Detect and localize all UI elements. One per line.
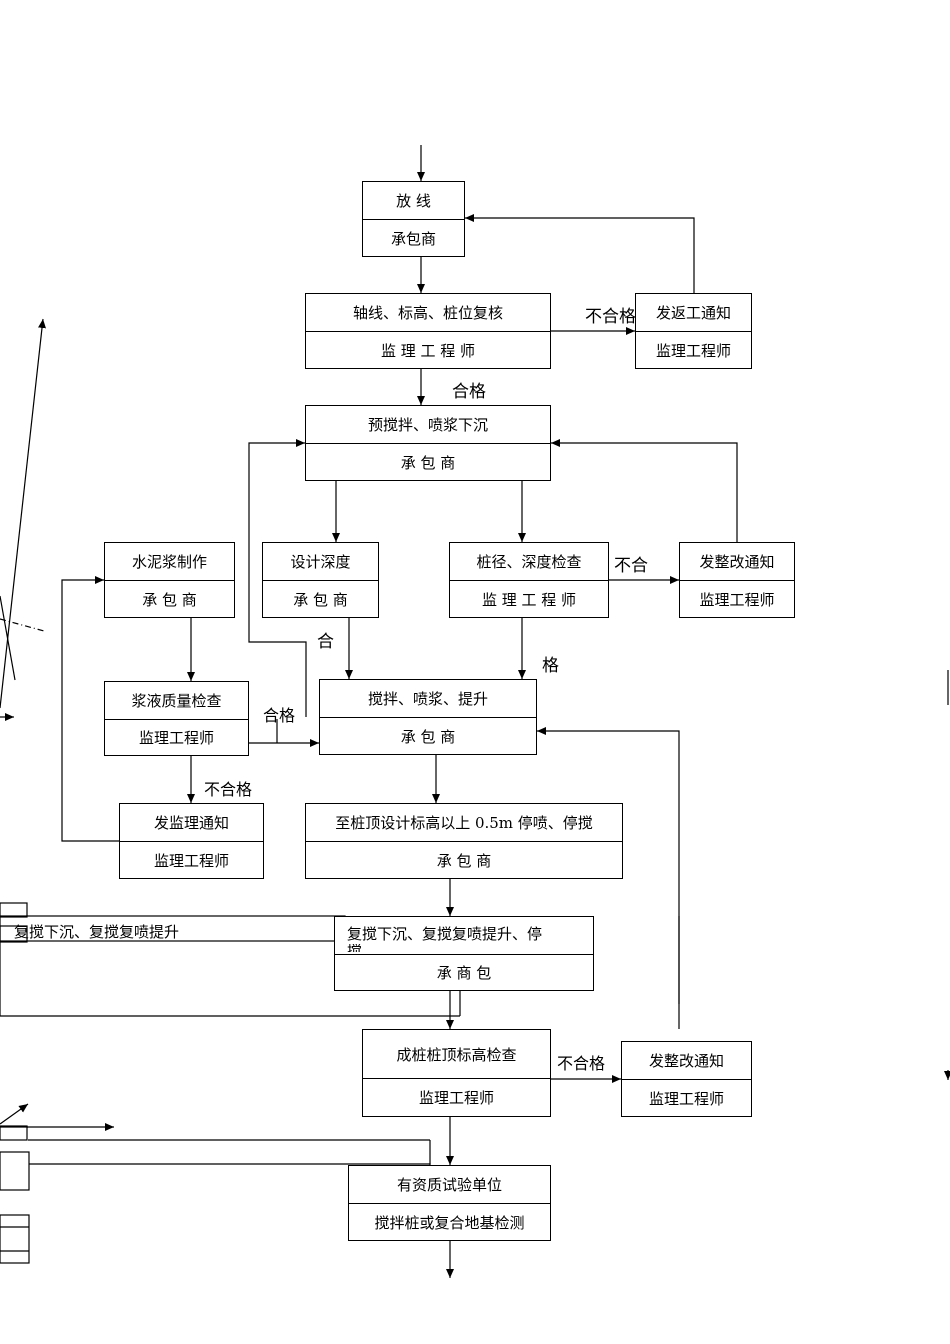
label-ge-zhuangjing: 格 bbox=[542, 656, 559, 676]
node-title: 预搅拌、喷浆下沉 bbox=[367, 416, 488, 434]
node-role: 监理工程师 bbox=[680, 580, 794, 617]
left-axis-dashdot bbox=[0, 618, 45, 632]
node-title: 有资质试验单位 bbox=[396, 1176, 502, 1194]
left-frag-loop bbox=[0, 941, 460, 1017]
label-buhege-jiangye: 不合格 bbox=[204, 780, 253, 799]
left-frag-rect-4 bbox=[0, 1125, 28, 1141]
left-axis-arrow-up bbox=[0, 318, 46, 709]
arrow-jianli-shuini bbox=[61, 576, 119, 842]
node-role: 承 包 商 bbox=[306, 841, 622, 878]
node-zhenggai1: 发整改通知 监理工程师 bbox=[679, 542, 795, 618]
node-title: 水泥浆制作 bbox=[131, 553, 207, 571]
node-title: 成桩桩顶标高检查 bbox=[396, 1045, 517, 1064]
node-youzizhi: 有资质试验单位 搅拌桩或复合地基检测 bbox=[348, 1165, 551, 1241]
node-role: 监理工程师 bbox=[363, 1078, 550, 1116]
label-buhege-fuhe: 不合格 bbox=[585, 307, 636, 327]
node-role: 承包商 bbox=[363, 219, 464, 256]
left-frag-rect-3 bbox=[0, 925, 28, 943]
node-role: 承 包 商 bbox=[320, 717, 536, 754]
node-title: 浆液质量检查 bbox=[131, 692, 222, 710]
label-buhe-zhuangjing: 不合 bbox=[614, 556, 648, 576]
node-role: 监 理 工 程 师 bbox=[306, 331, 550, 368]
node-role: 监理工程师 bbox=[120, 841, 263, 878]
label-hege-fuhe: 合格 bbox=[452, 382, 486, 402]
left-frag-rect-6 bbox=[0, 1214, 30, 1264]
node-title: 至桩顶设计标高以上 0.5m 停喷、停搅 bbox=[335, 814, 593, 832]
node-role: 监理工程师 bbox=[622, 1079, 751, 1116]
node-yujiaoban: 预搅拌、喷浆下沉 承 包 商 bbox=[305, 405, 551, 481]
arrow-zhenggai1-yujiaoban bbox=[551, 439, 738, 542]
node-role: 承 商 包 bbox=[335, 954, 593, 990]
node-fuhe: 轴线、标高、桩位复核 监 理 工 程 师 bbox=[305, 293, 551, 369]
node-role: 承 包 商 bbox=[263, 580, 378, 617]
left-axis-diag bbox=[0, 595, 16, 681]
node-fangxian: 放 线 承包商 bbox=[362, 181, 465, 257]
node-title: 发监理通知 bbox=[153, 814, 229, 832]
node-jiangye: 浆液质量检查 监理工程师 bbox=[104, 681, 249, 756]
left-frag-rect-1 bbox=[0, 902, 28, 918]
left-fragment-text: 复搅下沉、复搅复喷提升 bbox=[14, 923, 180, 941]
node-jiaoban: 搅拌、喷浆、提升 承 包 商 bbox=[319, 679, 537, 755]
label-hege-jiangye: 合格 bbox=[263, 706, 296, 725]
node-zhuangjing: 桩径、深度检查 监 理 工 程 师 bbox=[449, 542, 609, 618]
node-fujiao: 复搅下沉、复搅复喷提升、停 承 商 包 bbox=[334, 916, 594, 991]
arrow-loop-yujiaoban bbox=[248, 439, 307, 717]
node-title: 复搅下沉、复搅复喷提升、停 bbox=[347, 925, 543, 943]
node-role: 监理工程师 bbox=[105, 719, 248, 755]
node-shuini: 水泥浆制作 承 包 商 bbox=[104, 542, 235, 618]
node-title: 桩径、深度检查 bbox=[476, 553, 582, 571]
node-sheji: 设计深度 承 包 商 bbox=[262, 542, 379, 618]
fujiao-overflow-char: 搅 bbox=[347, 944, 362, 952]
left-frag-arrow-diag bbox=[0, 1103, 29, 1125]
arrow-fanhui-fangxian bbox=[465, 214, 695, 293]
node-role: 监理工程师 bbox=[636, 331, 751, 368]
node-role: 承 包 商 bbox=[306, 443, 550, 480]
left-frag-rect-5 bbox=[0, 1151, 30, 1191]
node-zhizhuang: 至桩顶设计标高以上 0.5m 停喷、停搅 承 包 商 bbox=[305, 803, 623, 879]
node-role: 监 理 工 程 师 bbox=[450, 580, 608, 617]
node-chengzhuang: 成桩桩顶标高检查 监理工程师 bbox=[362, 1029, 551, 1117]
node-title: 搅拌、喷浆、提升 bbox=[367, 690, 488, 708]
node-role: 承 包 商 bbox=[105, 580, 234, 617]
node-title: 发返工通知 bbox=[655, 304, 731, 322]
node-jianli: 发监理通知 监理工程师 bbox=[119, 803, 264, 879]
node-role: 搅拌桩或复合地基检测 bbox=[349, 1203, 550, 1240]
node-zhenggai2: 发整改通知 监理工程师 bbox=[621, 1041, 752, 1117]
node-title: 放 线 bbox=[396, 192, 431, 210]
label-buhege-chengzhuang: 不合格 bbox=[557, 1054, 606, 1073]
node-title: 设计深度 bbox=[290, 553, 351, 571]
node-title: 发整改通知 bbox=[699, 553, 775, 571]
node-title: 轴线、标高、桩位复核 bbox=[352, 304, 503, 322]
node-title: 发整改通知 bbox=[648, 1052, 724, 1070]
node-fanhui: 发返工通知 监理工程师 bbox=[635, 293, 752, 369]
label-he-sheji: 合 bbox=[317, 632, 334, 652]
